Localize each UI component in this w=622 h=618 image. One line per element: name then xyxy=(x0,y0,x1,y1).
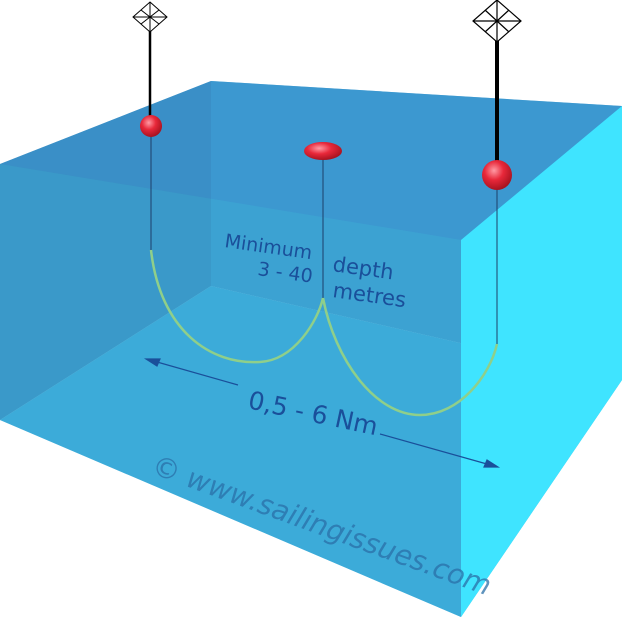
radar-reflector-right-icon xyxy=(472,0,522,43)
buoy-left xyxy=(140,115,162,137)
water-front-face xyxy=(0,164,461,617)
buoy-middle xyxy=(304,142,342,160)
ground-line-left xyxy=(149,249,325,364)
ground-line-right xyxy=(321,297,499,417)
buoy-right xyxy=(482,160,512,190)
distance-arrow xyxy=(143,358,501,468)
radar-reflector-left-icon xyxy=(132,1,168,33)
water-right-face xyxy=(461,106,622,617)
